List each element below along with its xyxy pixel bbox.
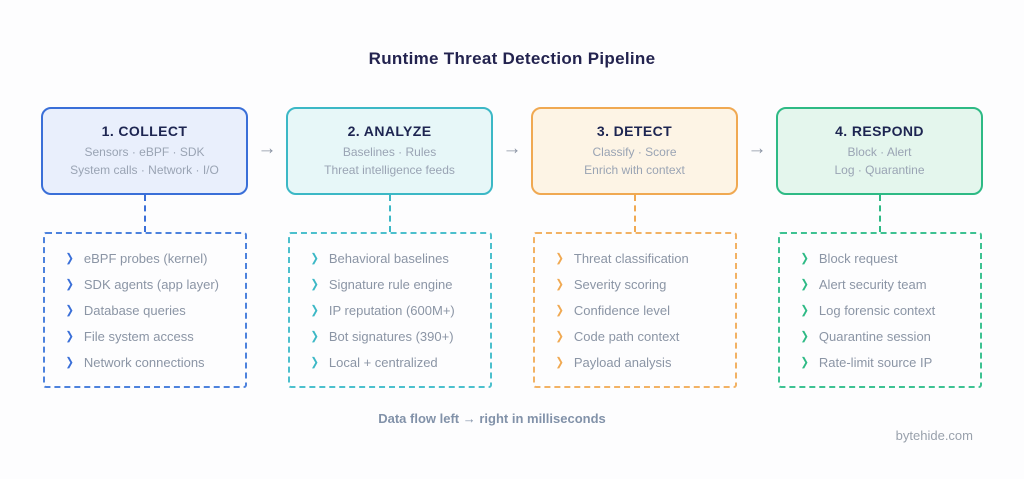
chevron-right-icon: ❯	[310, 329, 319, 343]
stage-box-detect: 3. DETECT Classify · Score Enrich with c…	[531, 107, 738, 195]
list-item: ❯ Code path context	[556, 323, 729, 349]
item-label: Log forensic context	[818, 302, 936, 318]
flow-arrow-icon: →	[257, 138, 277, 159]
item-label: Alert security team	[818, 276, 927, 292]
chevron-right-icon: ❯	[65, 303, 74, 317]
stage-subtitle-line1: Baselines · Rules	[342, 145, 437, 160]
item-label: Quarantine session	[818, 328, 931, 344]
list-item: ❯ Signature rule engine	[311, 271, 484, 297]
item-label: Network connections	[83, 354, 205, 370]
stage-subtitle-line2: Enrich with context	[584, 162, 685, 177]
chevron-right-icon: ❯	[310, 251, 319, 265]
stage-column-collect: 1. COLLECT Sensors · eBPF · SDK System c…	[41, 107, 248, 388]
stage-box-respond: 4. RESPOND Block · Alert Log · Quarantin…	[776, 107, 983, 195]
detail-list-collect: ❯ eBPF probes (kernel) ❯ SDK agents (app…	[42, 232, 247, 388]
list-item: ❯ eBPF probes (kernel)	[66, 245, 239, 271]
chevron-right-icon: ❯	[555, 329, 564, 343]
pipeline-row: 1. COLLECT Sensors · eBPF · SDK System c…	[0, 107, 1024, 388]
chevron-right-icon: ❯	[800, 329, 809, 343]
list-item: ❯ Confidence level	[556, 297, 729, 323]
item-label: Threat classification	[573, 250, 689, 266]
stage-column-detect: 3. DETECT Classify · Score Enrich with c…	[531, 107, 738, 388]
list-item: ❯ Rate-limit source IP	[801, 349, 974, 375]
list-item: ❯ Log forensic context	[801, 297, 974, 323]
item-label: Local + centralized	[328, 354, 438, 370]
list-item: ❯ Quarantine session	[801, 323, 974, 349]
item-label: Confidence level	[573, 302, 671, 318]
item-label: File system access	[83, 328, 194, 344]
stage-title: 3. DETECT	[596, 123, 673, 140]
stage-subtitle-line2: System calls · Network · I/O	[70, 162, 219, 177]
item-label: Block request	[818, 250, 898, 266]
item-label: Bot signatures (390+)	[328, 328, 454, 344]
item-label: Signature rule engine	[328, 276, 453, 292]
chevron-right-icon: ❯	[800, 355, 809, 369]
list-item: ❯ File system access	[66, 323, 239, 349]
chevron-right-icon: ❯	[800, 303, 809, 317]
list-item: ❯ IP reputation (600M+)	[311, 297, 484, 323]
item-label: eBPF probes (kernel)	[83, 250, 208, 266]
item-label: Severity scoring	[573, 276, 667, 292]
list-item: ❯ Database queries	[66, 297, 239, 323]
item-label: Code path context	[573, 328, 680, 344]
stage-column-analyze: 2. ANALYZE Baselines · Rules Threat inte…	[286, 107, 493, 388]
item-label: SDK agents (app layer)	[83, 276, 220, 292]
stage-subtitle-line2: Log · Quarantine	[834, 162, 925, 177]
item-label: Rate-limit source IP	[818, 354, 933, 370]
list-item: ❯ Behavioral baselines	[311, 245, 484, 271]
detail-list-detect: ❯ Threat classification ❯ Severity scori…	[532, 232, 737, 388]
detail-list-respond: ❯ Block request ❯ Alert security team ❯ …	[777, 232, 982, 388]
connector-line	[878, 195, 881, 232]
stage-subtitle-line1: Classify · Score	[592, 145, 677, 160]
data-flow-caption: Data flow left → right in milliseconds	[378, 411, 606, 426]
chevron-right-icon: ❯	[310, 277, 319, 291]
detail-list-analyze: ❯ Behavioral baselines ❯ Signature rule …	[287, 232, 492, 388]
list-item: ❯ Severity scoring	[556, 271, 729, 297]
list-item: ❯ Local + centralized	[311, 349, 484, 375]
stage-column-respond: 4. RESPOND Block · Alert Log · Quarantin…	[776, 107, 983, 388]
stage-subtitle-line2: Threat intelligence feeds	[324, 162, 455, 177]
brand-watermark: bytehide.com	[895, 428, 973, 443]
flow-arrow-icon: →	[747, 138, 767, 159]
item-label: Database queries	[83, 302, 186, 318]
stage-title: 4. RESPOND	[835, 123, 924, 140]
chevron-right-icon: ❯	[65, 329, 74, 343]
chevron-right-icon: ❯	[310, 303, 319, 317]
chevron-right-icon: ❯	[65, 355, 74, 369]
connector-line	[388, 195, 391, 232]
item-label: Payload analysis	[573, 354, 672, 370]
chevron-right-icon: ❯	[65, 251, 74, 265]
item-label: IP reputation (600M+)	[328, 302, 455, 318]
flow-arrow-icon: →	[502, 138, 522, 159]
chevron-right-icon: ❯	[555, 303, 564, 317]
page-title: Runtime Threat Detection Pipeline	[368, 49, 656, 68]
list-item: ❯ SDK agents (app layer)	[66, 271, 239, 297]
stage-box-collect: 1. COLLECT Sensors · eBPF · SDK System c…	[41, 107, 248, 195]
list-item: ❯ Threat classification	[556, 245, 729, 271]
chevron-right-icon: ❯	[555, 355, 564, 369]
stage-subtitle-line1: Sensors · eBPF · SDK	[84, 145, 205, 160]
connector-line	[633, 195, 636, 232]
chevron-right-icon: ❯	[310, 355, 319, 369]
connector-line	[143, 195, 146, 232]
stage-title: 2. ANALYZE	[347, 123, 432, 140]
list-item: ❯ Block request	[801, 245, 974, 271]
chevron-right-icon: ❯	[555, 277, 564, 291]
item-label: Behavioral baselines	[328, 250, 449, 266]
stage-title: 1. COLLECT	[101, 123, 188, 140]
stage-box-analyze: 2. ANALYZE Baselines · Rules Threat inte…	[286, 107, 493, 195]
chevron-right-icon: ❯	[555, 251, 564, 265]
list-item: ❯ Payload analysis	[556, 349, 729, 375]
list-item: ❯ Alert security team	[801, 271, 974, 297]
chevron-right-icon: ❯	[800, 277, 809, 291]
list-item: ❯ Network connections	[66, 349, 239, 375]
chevron-right-icon: ❯	[65, 277, 74, 291]
stage-subtitle-line1: Block · Alert	[847, 145, 912, 160]
chevron-right-icon: ❯	[800, 251, 809, 265]
list-item: ❯ Bot signatures (390+)	[311, 323, 484, 349]
